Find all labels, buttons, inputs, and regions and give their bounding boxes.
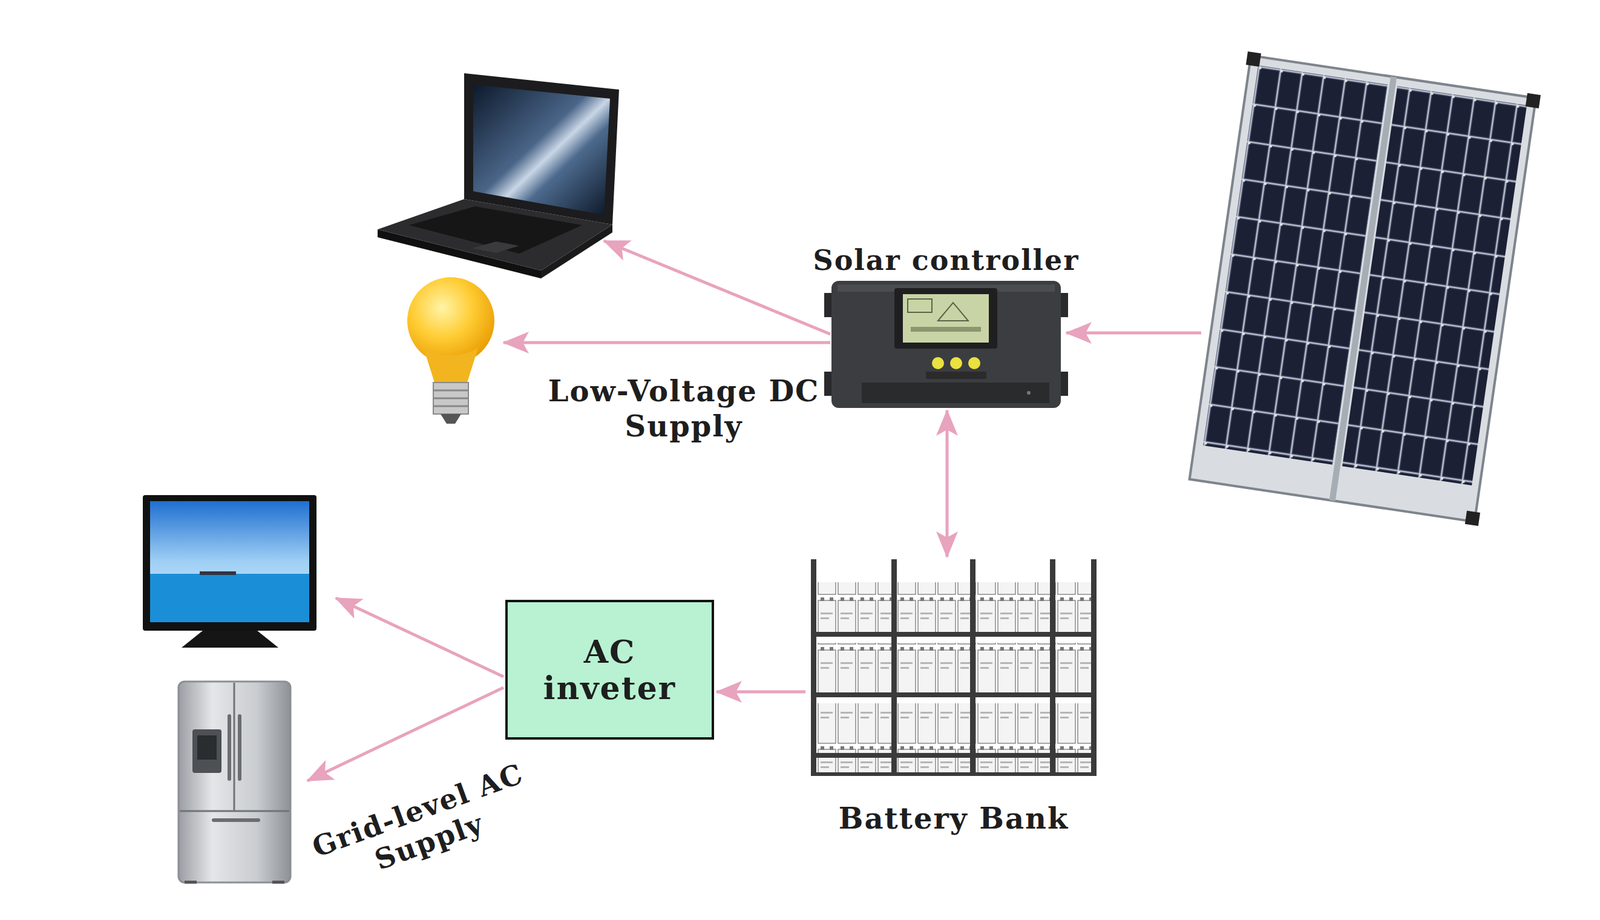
power-connector [945,410,949,557]
node-label: AC inveter [522,633,698,707]
charge-controller-picture [824,280,1069,408]
power-connector [716,690,806,694]
battery-rack-picture [810,559,1097,776]
component-group: Battery Bank [807,559,1100,839]
television-picture [142,495,317,648]
process-box: AC inveter [505,599,715,740]
node-label: Solar controller [812,244,1079,277]
node-label: Battery Bank [838,801,1069,836]
refrigerator-picture [178,681,291,884]
supply-label: Grid-level AC Supply [298,753,549,900]
supply-label: Low-Voltage DC Supply [541,373,827,444]
component-group: Solar controller [800,244,1092,408]
solar-panel-picture [1185,51,1541,526]
laptop-picture [377,73,620,279]
light-bulb-picture [407,277,495,424]
power-arrow [307,240,1202,781]
